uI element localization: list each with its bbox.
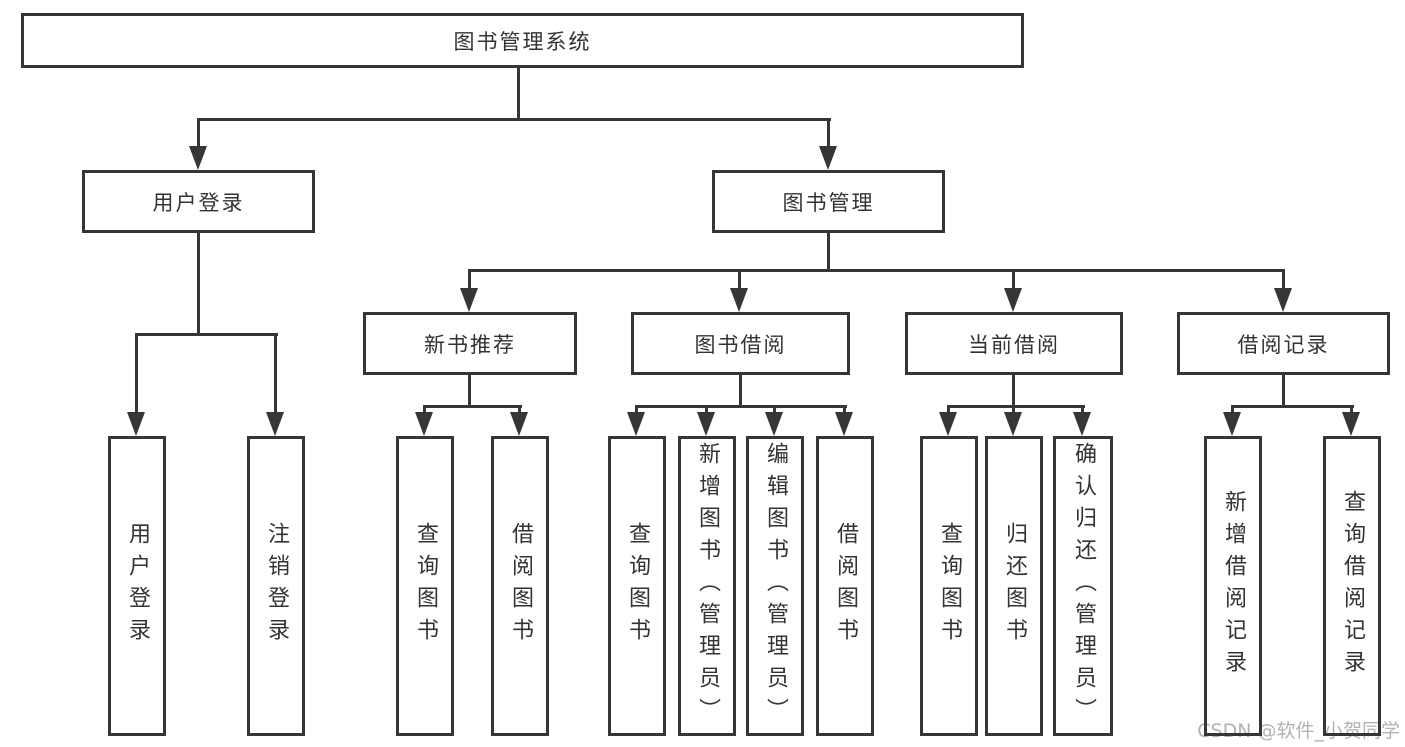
connector-line (739, 373, 742, 408)
leaf-borrow-books-recommend: 借阅图书 (491, 436, 549, 736)
leaf-add-books-admin: 新增图书（管理员） (678, 436, 736, 736)
connector-line (1231, 405, 1354, 408)
leaf-confirm-return-admin: 确认归还（管理员） (1053, 436, 1113, 736)
connector-line (827, 231, 830, 272)
connector-line (468, 269, 1285, 272)
arrow-down-icon (939, 405, 957, 436)
arrow-down-icon (460, 269, 478, 312)
connector-line (197, 118, 831, 121)
arrow-down-icon (127, 333, 145, 436)
connector-line (1282, 373, 1285, 408)
arrow-down-icon (1274, 269, 1292, 312)
arrow-down-icon (1004, 405, 1022, 436)
arrow-down-icon (189, 118, 207, 170)
arrow-down-icon (1223, 405, 1241, 436)
node-current-borrow: 当前借阅 (905, 312, 1123, 375)
arrow-down-icon (697, 405, 715, 436)
leaf-return-books: 归还图书 (985, 436, 1043, 736)
connector-line (947, 405, 1085, 408)
node-book-borrow: 图书借阅 (631, 312, 850, 375)
leaf-add-borrow-record: 新增借阅记录 (1204, 436, 1262, 736)
connector-line (197, 231, 200, 335)
arrow-down-icon (835, 405, 853, 436)
arrow-down-icon (1073, 405, 1091, 436)
leaf-query-books-recommend: 查询图书 (396, 436, 454, 736)
node-root: 图书管理系统 (21, 13, 1024, 68)
arrow-down-icon (1342, 405, 1360, 436)
leaf-query-borrow-record: 查询借阅记录 (1323, 436, 1381, 736)
leaf-edit-books-admin: 编辑图书（管理员） (746, 436, 804, 736)
arrow-down-icon (510, 405, 528, 436)
leaf-borrow-books: 借阅图书 (816, 436, 874, 736)
arrow-down-icon (1004, 269, 1022, 312)
node-book-management: 图书管理 (712, 170, 945, 233)
connector-line (517, 68, 520, 120)
node-user-login: 用户登录 (82, 170, 315, 233)
leaf-logout: 注销登录 (247, 436, 305, 736)
arrow-down-icon (730, 269, 748, 312)
leaf-query-books-current: 查询图书 (920, 436, 978, 736)
connector-line (1012, 373, 1015, 408)
connector-line (135, 333, 278, 336)
arrow-down-icon (627, 405, 645, 436)
connector-line (468, 373, 471, 408)
connector-line (635, 405, 847, 408)
arrow-down-icon (415, 405, 433, 436)
leaf-user-login: 用户登录 (108, 436, 166, 736)
node-borrow-records: 借阅记录 (1177, 312, 1390, 375)
node-new-book-recommend: 新书推荐 (363, 312, 577, 375)
leaf-query-books-borrow: 查询图书 (608, 436, 666, 736)
watermark: CSDN @软件_小贺同学 (1197, 720, 1400, 742)
arrow-down-icon (266, 333, 284, 436)
connector-line (423, 405, 522, 408)
arrow-down-icon (819, 118, 837, 170)
arrow-down-icon (765, 405, 783, 436)
